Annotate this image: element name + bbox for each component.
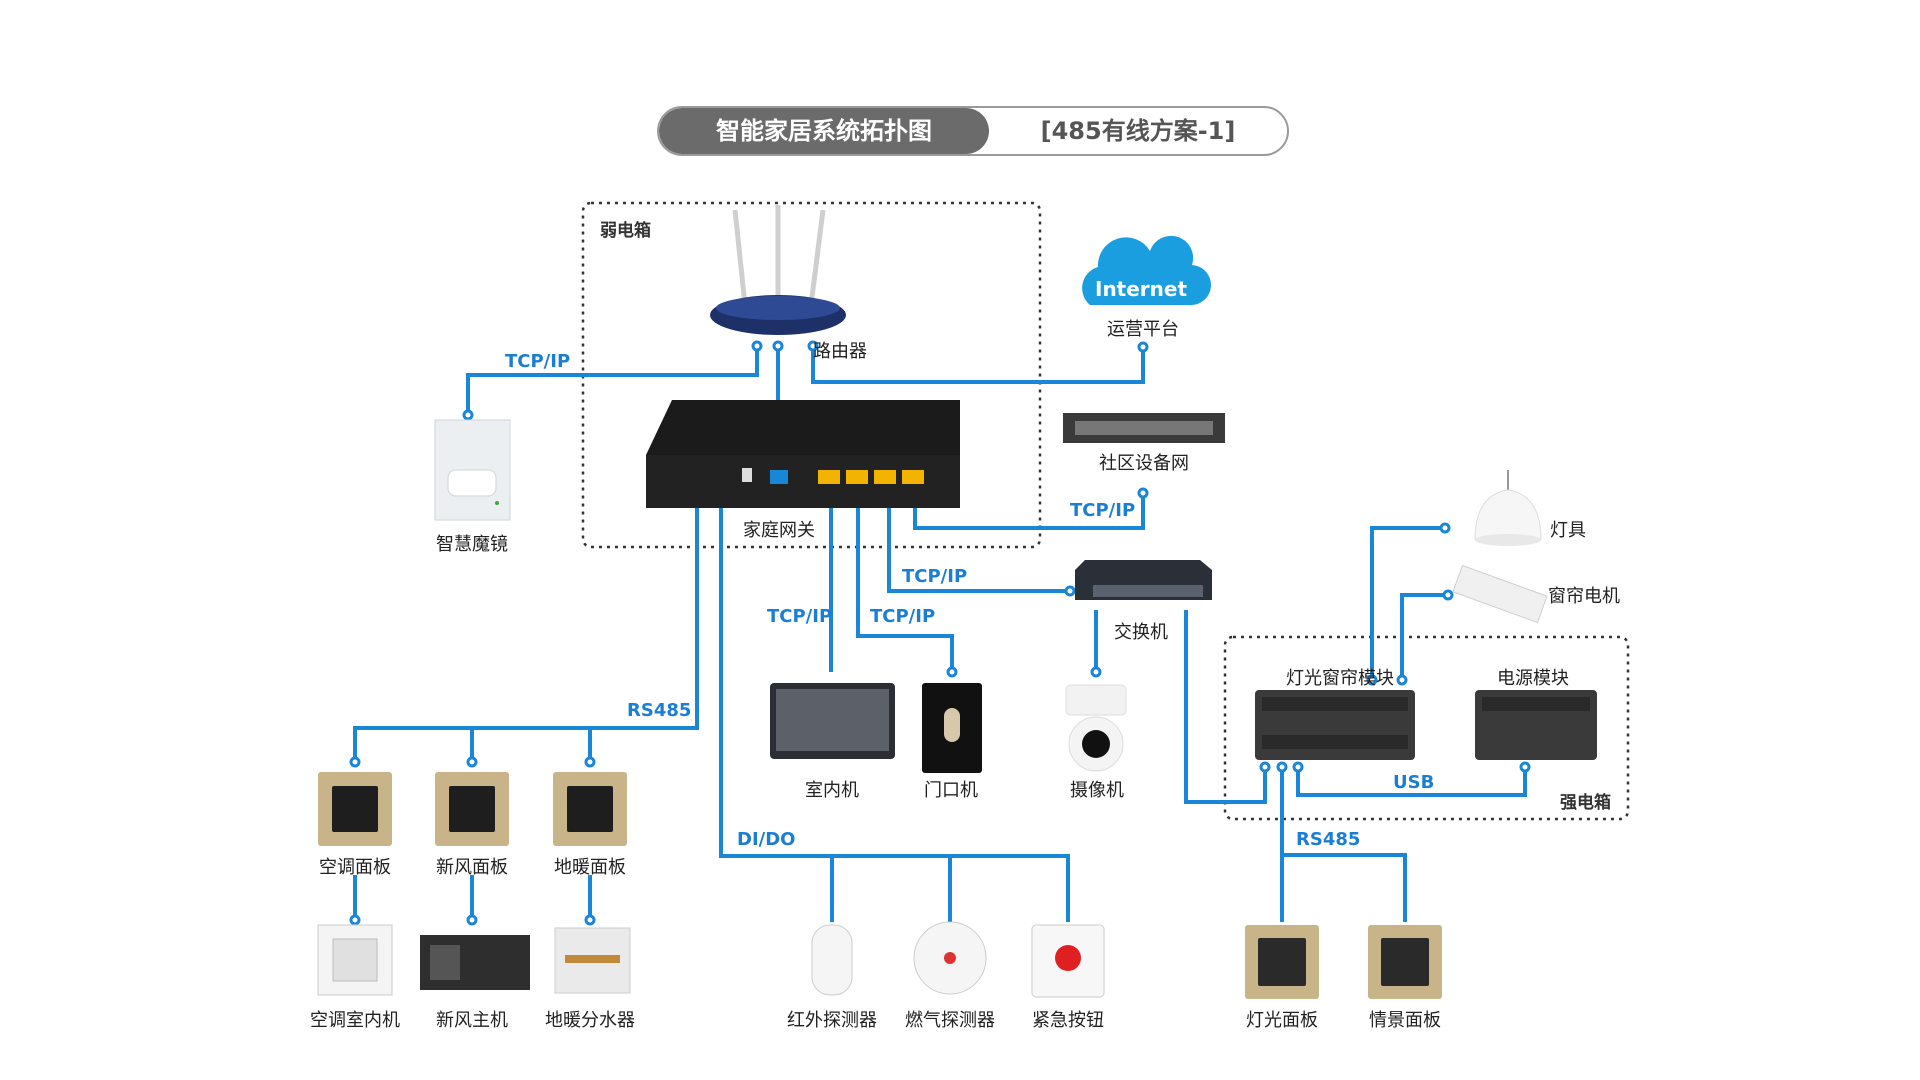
floor-heating-panel-icon [553,772,627,846]
light-panel-label: 灯光面板 [1246,1010,1318,1031]
protocol-tcp-router: TCP/IP [505,351,571,372]
indoor-unit-label: 室内机 [805,780,859,801]
ir-detector-icon [811,924,853,996]
weak-box-label: 弱电箱 [600,221,651,241]
camera-icon [1065,684,1127,772]
fresh-air-host-icon [420,935,530,990]
floor-panel-label: 地暖面板 [554,857,626,878]
platform-label: 运营平台 [1107,319,1179,340]
curtain-motor-label: 窗帘电机 [1548,586,1620,607]
fresh-host-label: 新风主机 [436,1010,508,1031]
gas-detector-label: 燃气探测器 [905,1010,995,1031]
lamp-label: 灯具 [1550,520,1586,541]
mirror-label: 智慧魔镜 [436,534,508,555]
smart-mirror-icon [434,419,511,521]
scene-panel-icon [1368,925,1442,999]
door-unit-icon [922,683,982,773]
floor-distributor-label: 地暖分水器 [545,1010,635,1031]
protocol-usb: USB [1393,772,1435,793]
title-sub: [485有线方案-1] [1040,117,1236,145]
scene-panel-label: 情景面板 [1369,1010,1441,1031]
gateway-icon [646,400,960,508]
power-module-label: 电源模块 [1497,668,1569,689]
internet-label: Internet [1095,277,1188,301]
fresh-panel-label: 新风面板 [436,857,508,878]
floor-distributor-icon [554,927,631,994]
power-module-icon [1475,690,1597,760]
ac-unit-label: 空调室内机 [310,1010,400,1031]
title-main: 智能家居系统拓扑图 [659,108,989,154]
emergency-button-icon [1031,924,1105,998]
router-icon [710,205,846,335]
ac-indoor-unit-icon [317,924,393,996]
protocol-tcp-community: TCP/IP [1070,500,1136,521]
protocol-dido: DI/DO [737,829,796,850]
strong-box-label: 强电箱 [1560,793,1611,813]
protocol-tcp-indoor: TCP/IP [767,606,833,627]
light-panel-icon [1245,925,1319,999]
protocol-rs485-left: RS485 [627,700,692,721]
router-label: 路由器 [813,341,867,362]
protocol-tcp-switch: TCP/IP [902,566,968,587]
indoor-unit-icon [770,683,895,759]
gateway-label: 家庭网关 [743,520,815,541]
title-pill: 智能家居系统拓扑图 [485有线方案-1] [657,106,1289,156]
protocol-rs485-right: RS485 [1296,829,1361,850]
protocol-tcp-door: TCP/IP [870,606,936,627]
fresh-air-panel-icon [435,772,509,846]
line-endpoints [349,340,1531,926]
light-module-label: 灯光窗帘模块 [1286,668,1394,689]
curtain-motor-icon [1452,564,1548,624]
ac-panel-label: 空调面板 [319,857,391,878]
internet-cloud-icon [1082,235,1212,306]
light-curtain-module-icon [1255,690,1415,760]
ir-detector-label: 红外探测器 [787,1010,877,1031]
switch-label: 交换机 [1114,622,1168,643]
gas-detector-icon [913,921,987,995]
community-network-icon [1063,413,1225,443]
community-label: 社区设备网 [1099,453,1189,474]
camera-label: 摄像机 [1070,780,1124,801]
weak-box [581,201,1042,549]
network-switch-icon [1075,560,1212,600]
ac-panel-icon [318,772,392,846]
door-unit-label: 门口机 [924,780,978,801]
emergency-button-label: 紧急按钮 [1032,1010,1104,1031]
lamp-icon [1474,470,1542,546]
strong-box [1223,635,1630,821]
